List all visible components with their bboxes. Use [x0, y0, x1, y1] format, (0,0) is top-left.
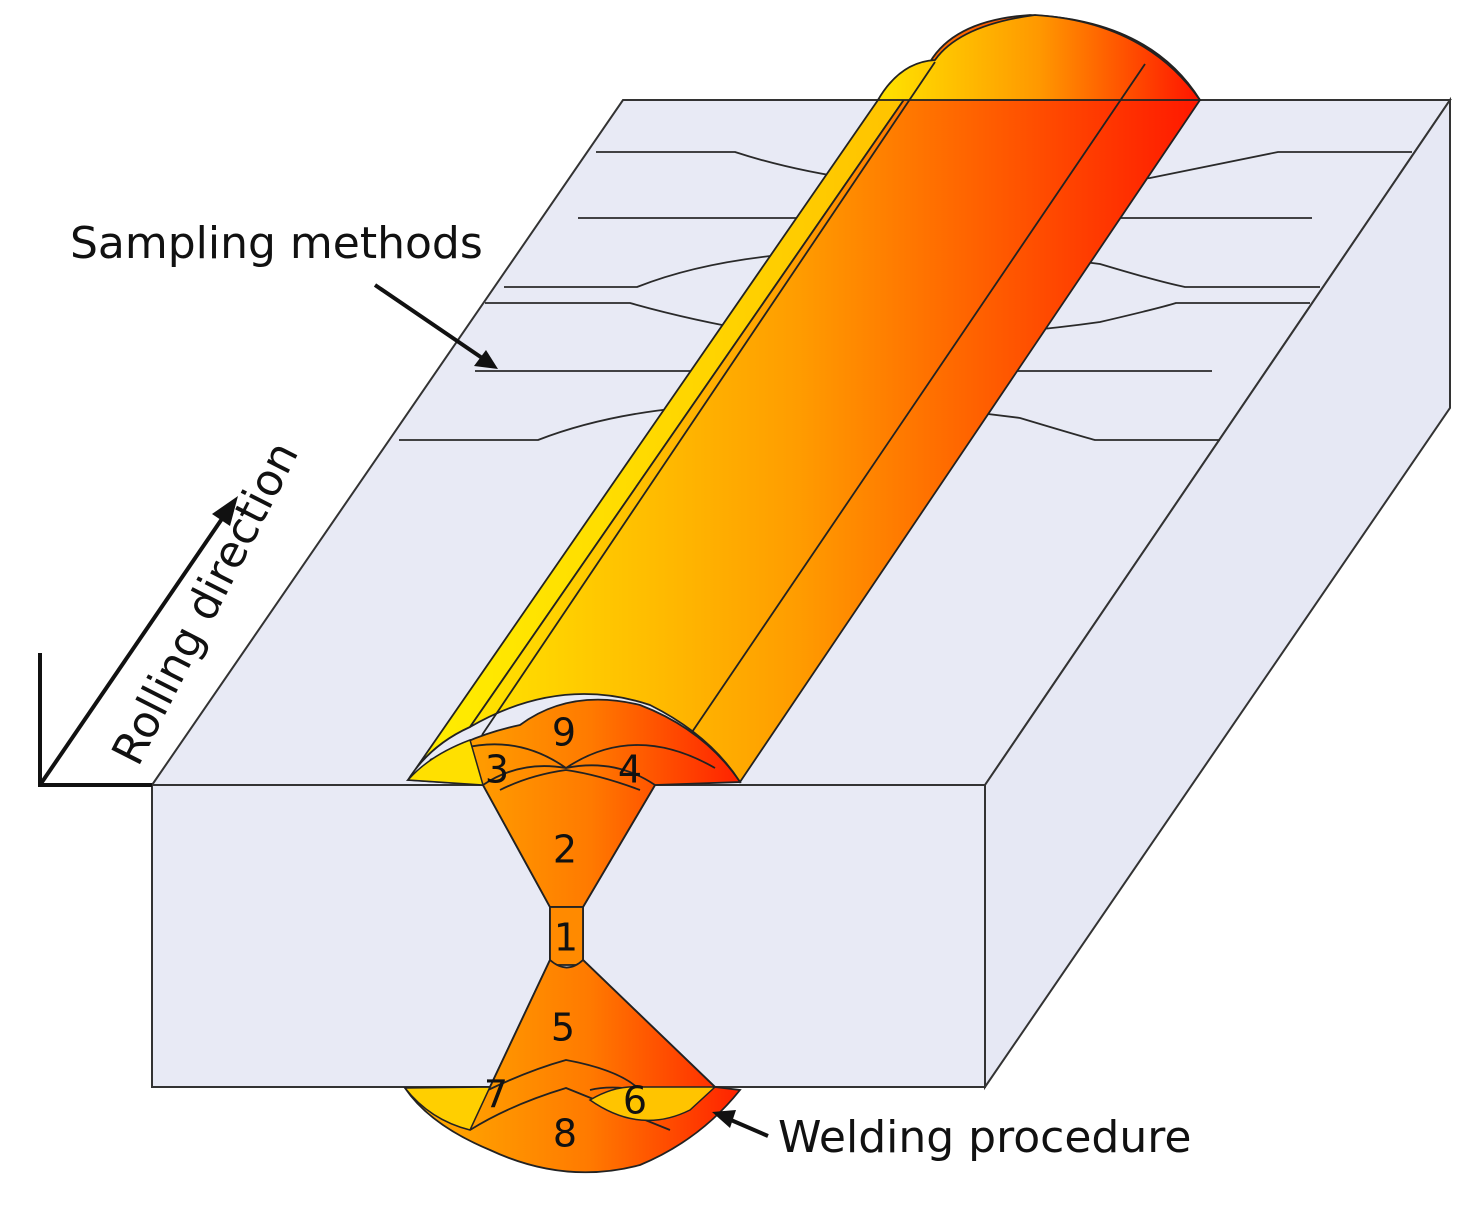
bead-pass-line-b — [687, 63, 1146, 739]
bead-pass-line-a — [481, 61, 936, 736]
pass-number-4: 4 — [618, 748, 642, 792]
weld-pass-numbers: 1 2 3 4 5 6 7 8 9 — [484, 711, 647, 1156]
welding-arrow-head — [712, 1110, 736, 1128]
pass-number-6: 6 — [623, 1079, 647, 1123]
sampling-methods-label: Sampling methods — [70, 218, 483, 269]
weld-cross-section — [403, 698, 742, 1174]
pass-number-5: 5 — [551, 1006, 575, 1050]
cross-yellow-left-top — [406, 739, 485, 786]
sampling-arrow-head — [474, 350, 498, 369]
pass-boundary-top — [429, 743, 716, 791]
rolling-arrow-head — [212, 496, 238, 526]
sampling-methods-callout: Sampling methods — [70, 218, 498, 369]
weld-bead — [407, 14, 1202, 784]
pass-number-3: 3 — [485, 748, 509, 792]
sampling-arrow-shaft — [373, 283, 490, 364]
welding-procedure-label: Welding procedure — [778, 1112, 1191, 1163]
pass-number-2: 2 — [553, 828, 577, 872]
welding-procedure-callout: Welding procedure — [712, 1110, 1191, 1163]
cross-root-pass — [549, 906, 584, 966]
pass-number-8: 8 — [553, 1112, 577, 1156]
pass-number-1: 1 — [554, 916, 578, 960]
cross-yellow-right-bottom — [588, 1086, 717, 1122]
bead-far-cap — [876, 14, 1202, 101]
rolling-arrow-shaft — [38, 508, 230, 787]
pass-number-7: 7 — [484, 1073, 508, 1117]
cross-yellow-left-bottom — [403, 1086, 492, 1131]
pass-number-9: 9 — [552, 711, 576, 755]
